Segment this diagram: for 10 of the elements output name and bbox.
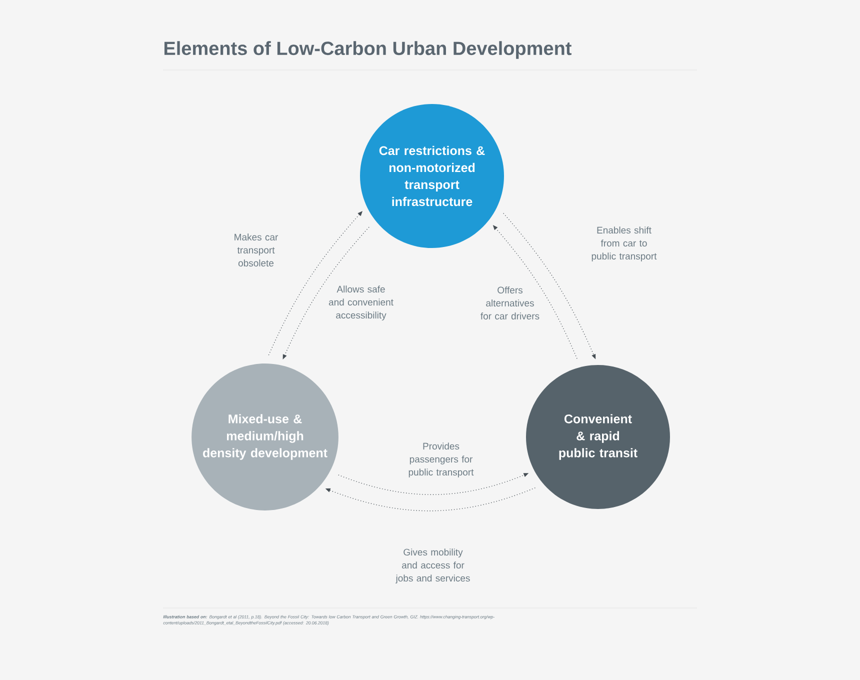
circle-node: Convenient & rapid public transit: [526, 365, 670, 509]
edge-label: Allows safe and convenient accessibility: [328, 286, 394, 320]
edge-label: Makes car transport obsolete: [234, 234, 278, 266]
edge-label: Gives mobility and access for jobs and services: [396, 548, 470, 584]
edge-label: Enables shift from car to public transport: [592, 226, 657, 262]
edge-label: Offers alternatives for car drivers: [480, 286, 540, 320]
edge-label: Provides passengers for public transport: [408, 442, 474, 478]
circle-node: Car restrictions & non-motorized transport infrastructure: [360, 104, 504, 248]
circle-node: Mixed-use & medium/high density development: [192, 364, 338, 510]
title: Elements of Low-Carbon Urban Development: [164, 41, 572, 59]
